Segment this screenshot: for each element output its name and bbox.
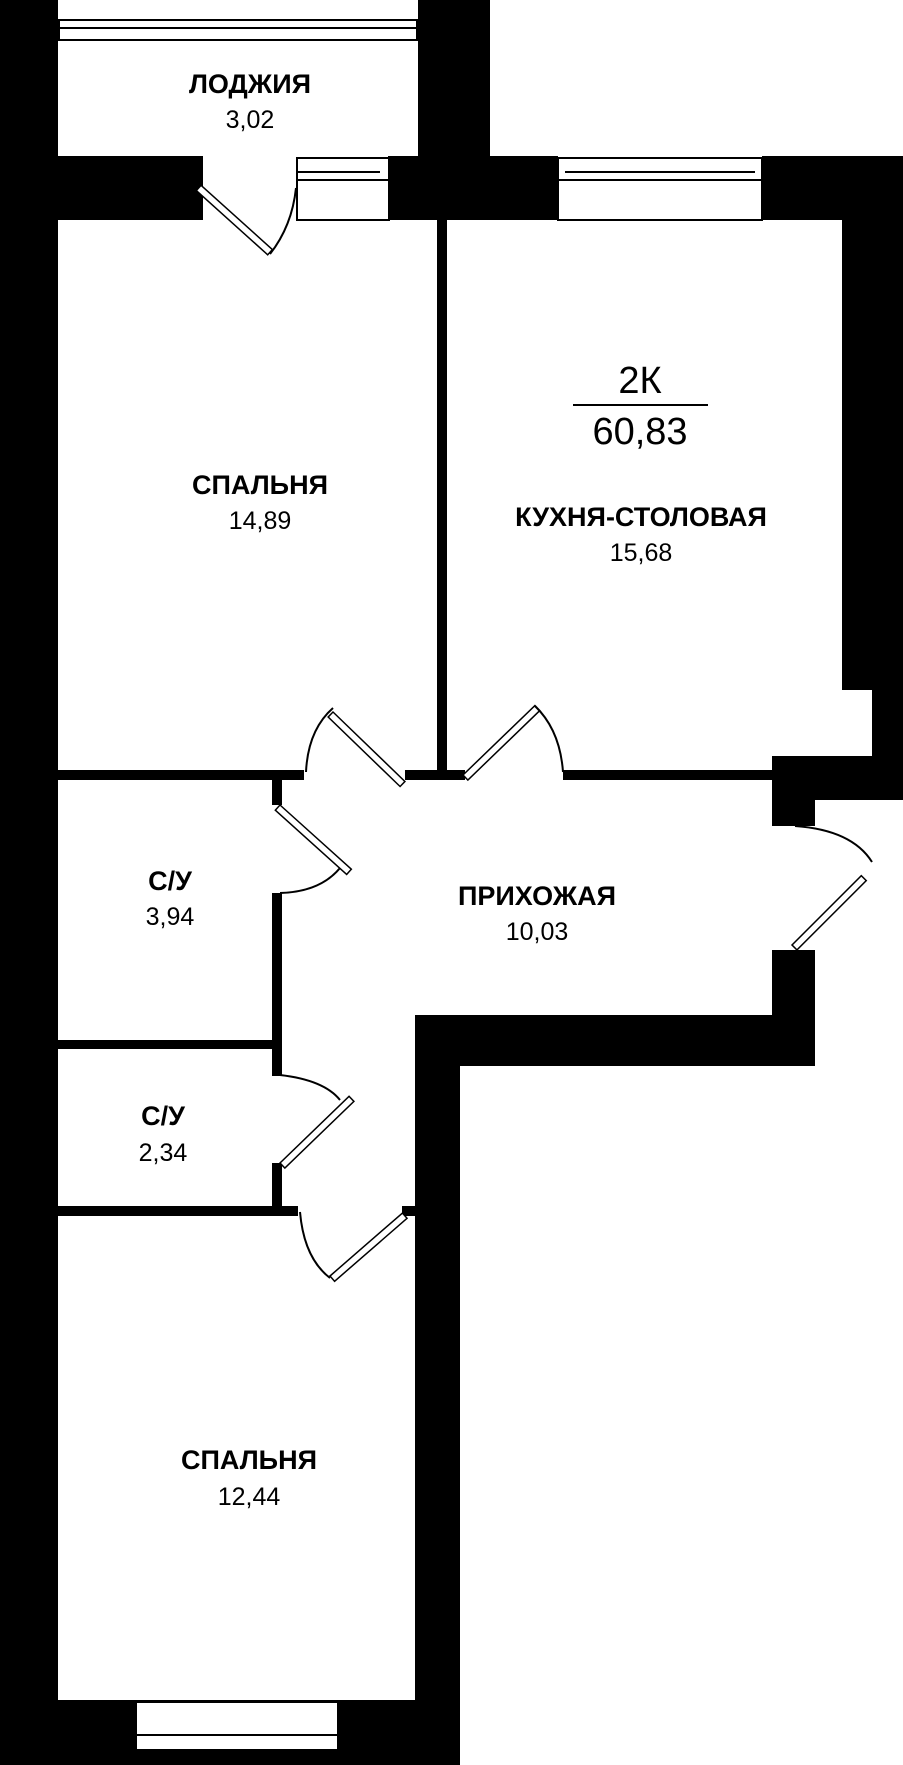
room-name-kitchen: КУХНЯ-СТОЛОВАЯ: [515, 502, 767, 532]
partition-bedroom1-bottom-a: [58, 770, 304, 780]
room-name-hallway: ПРИХОЖАЯ: [458, 881, 616, 911]
door-entrance-leaf: [790, 874, 868, 952]
room-name-bedroom1: СПАЛЬНЯ: [192, 470, 328, 500]
partition-bedroom2-top: [402, 1206, 417, 1216]
partition-bedroom1-bottom-b: [405, 770, 465, 780]
room-area-bedroom1: 14,89: [229, 507, 292, 535]
partition-bath1-bath2: [58, 1040, 282, 1049]
wall-left-outer: [0, 0, 58, 1765]
partition-bath2-right-a: [272, 1049, 282, 1076]
room-name-bathroom2: С/У: [141, 1101, 186, 1131]
door-bedroom1-leaf: [327, 710, 406, 788]
room-labels: ЛОДЖИЯ 3,02 СПАЛЬНЯ 14,89 КУХНЯ-СТОЛОВАЯ…: [139, 69, 767, 1511]
windows: [58, 19, 763, 1751]
room-area-kitchen: 15,68: [610, 539, 673, 567]
wall-top-right: [762, 156, 842, 220]
wall-top-left: [58, 156, 203, 220]
room-area-hallway: 10,03: [506, 918, 569, 946]
wall-bedroom2-right: [415, 1015, 460, 1765]
partition-bath2-bottom: [58, 1206, 298, 1216]
room-name-bedroom2: СПАЛЬНЯ: [181, 1445, 317, 1475]
room-area-bathroom2: 2,34: [139, 1139, 188, 1167]
apartment-summary: 2К 60,83: [573, 360, 708, 453]
wall-loggia-right: [418, 0, 490, 160]
window-loggia: [58, 19, 418, 41]
room-area-bathroom1: 3,94: [146, 903, 195, 931]
wall-right-pillar: [772, 756, 815, 826]
door-bedroom2-leaf: [328, 1211, 409, 1283]
door-loggia-leaf: [195, 184, 274, 256]
room-area-bedroom2: 12,44: [218, 1483, 281, 1511]
room-area-loggia: 3,02: [226, 106, 275, 134]
wall-top-middle: [388, 156, 558, 220]
door-kitchen-leaf: [461, 704, 541, 782]
partition-bath1-right-a: [272, 780, 282, 805]
doors: [195, 184, 873, 1283]
room-name-loggia: ЛОДЖИЯ: [189, 69, 311, 99]
partition-kitchen-bottom: [563, 770, 777, 780]
partition-bath1-right-b: [272, 893, 282, 1073]
room-name-bathroom1: С/У: [148, 866, 193, 896]
window-bedroom1: [296, 157, 390, 221]
wall-lower-horizontal: [415, 1015, 815, 1066]
wall-notch: [842, 690, 872, 756]
partition-bath2-right-b: [272, 1163, 282, 1208]
window-bedroom2: [135, 1701, 339, 1751]
window-kitchen: [557, 157, 763, 221]
apartment-total-area: 60,83: [592, 411, 687, 453]
partition-bedroom-kitchen: [437, 220, 447, 780]
door-bath2-leaf: [278, 1095, 355, 1170]
door-bath1-leaf: [274, 803, 353, 876]
apartment-type: 2К: [618, 360, 661, 402]
partitions: [58, 220, 777, 1216]
